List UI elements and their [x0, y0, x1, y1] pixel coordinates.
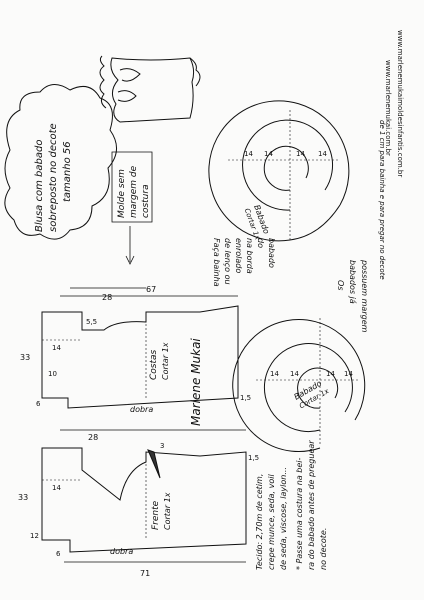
ruffle-top-m2: 14 — [264, 150, 273, 158]
ruffle-bottom-m1: 14 — [270, 370, 279, 378]
front-m-width: 28 — [88, 433, 98, 442]
hem-note-line-3: enrolado — [234, 238, 243, 273]
ruffle-top-m4: 14 — [318, 150, 327, 158]
hem-note-line-5: do — [256, 238, 265, 248]
hem-note-line-6: babado — [267, 238, 276, 268]
front-m-12: 12 — [30, 532, 39, 540]
back-fold: dobra — [130, 405, 153, 414]
ruffle-note-line-2: babados já — [348, 260, 357, 304]
seam-note: Molde sem margem de costura — [111, 151, 153, 265]
fabric-line-6: no decote. — [319, 528, 328, 570]
ruffle-bottom-m4: 14 — [344, 370, 353, 378]
fabric-line-5: ra do babado antes de preguear — [307, 440, 316, 570]
title-line-1: Blusa com babado — [34, 140, 45, 232]
back-m-6: 6 — [36, 400, 41, 408]
signature: Marlene Mukai — [189, 338, 203, 426]
ruffle-top-m1: 14 — [244, 150, 253, 158]
front-piece — [41, 429, 247, 563]
fabric-line-2: crepe munce, seda, voil — [267, 474, 276, 571]
back-cut: Cortar 1x — [161, 342, 170, 380]
back-m-length: 67 — [146, 285, 156, 294]
fabric-line-4: * Passe uma costura na bei- — [295, 457, 304, 570]
ruffle-top — [208, 100, 350, 242]
ruffle-bottom-m2: 14 — [290, 370, 299, 378]
ruffle-note-line-1: Os — [336, 280, 345, 290]
title-cloud: Blusa com babado sobreposto no decote ta… — [4, 84, 117, 240]
back-m-55: 5,5 — [86, 318, 97, 326]
front-m-3: 3 — [160, 442, 164, 450]
back-m-15: 1,5 — [240, 394, 251, 402]
back-m-33: 33 — [20, 353, 30, 362]
front-m-6: 6 — [56, 550, 61, 558]
front-cut: Cortar 1x — [163, 492, 172, 530]
ruffle-top-m3: 14 — [296, 150, 305, 158]
url-line-2: www.marlenemukai.com.br — [384, 60, 392, 156]
back-m-10: 10 — [48, 370, 57, 378]
blouse-sketch — [99, 55, 201, 123]
title-line-2: sobreposto no decote — [48, 123, 59, 232]
front-m-length: 71 — [140, 569, 150, 578]
ruffle-note-line-4: de 1 cm para bainha e para pregar no dec… — [378, 120, 386, 280]
ruffle-bottom-m3: 14 — [326, 370, 335, 378]
title-line-3: tamanho 56 — [62, 141, 73, 202]
back-piece — [41, 287, 239, 409]
ruffle-note: Os babados já possuem margem de 1 cm par… — [336, 120, 386, 333]
hem-note-line-4: na borda — [245, 238, 254, 274]
seam-note-line-3: costura — [141, 184, 151, 218]
seam-note-line-1: Molde sem — [117, 169, 127, 218]
url-line-1: www.marlenemukaimoldesinfantis.com.br — [396, 30, 404, 177]
front-label: Frente — [151, 500, 161, 530]
front-fold: dobra — [110, 547, 133, 556]
front-m-14: 14 — [52, 484, 61, 492]
fabric-note: Tecido: 2,70m de cetim, crepe munce, sed… — [255, 440, 328, 570]
seam-note-line-2: margem de — [129, 165, 139, 218]
fabric-line-1: Tecido: 2,70m de cetim, — [255, 474, 264, 570]
front-m-15: 1,5 — [248, 454, 259, 462]
back-label: Costas — [149, 349, 159, 380]
hem-note: Faça bainha de lenço ou enrolado na bord… — [212, 238, 276, 287]
fabric-line-3: de seda, viscose, laylon... — [279, 467, 288, 570]
ruffle-bottom — [232, 318, 366, 453]
hem-note-line-1: Faça bainha — [212, 238, 221, 287]
hem-note-line-2: de lenço ou — [223, 238, 232, 285]
front-m-33: 33 — [18, 493, 28, 502]
back-m-width: 28 — [102, 293, 112, 302]
ruffle-note-line-3: possuem margem — [360, 259, 369, 333]
back-m-14: 14 — [52, 344, 61, 352]
